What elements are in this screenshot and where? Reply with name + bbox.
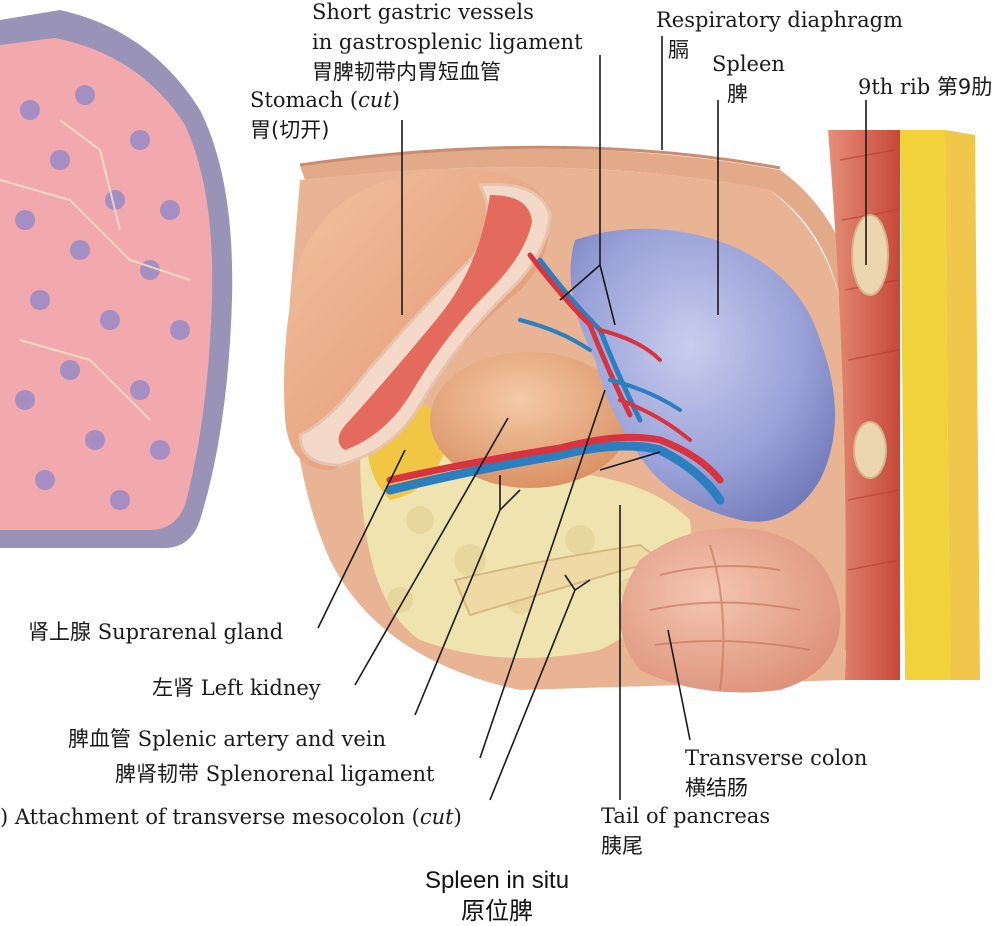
label-tail-of-pancreas-en: Tail of pancreas [601,804,771,828]
label-spleen-zh: 脾 [727,82,748,106]
stomach [284,169,552,470]
label-tail-of-pancreas-zh: 胰尾 [601,834,643,858]
label-diaphragm-en: Respiratory diaphragm [656,8,903,32]
label-ninth-rib: 9th rib 第9肋 [858,75,993,99]
leader-lines [317,36,867,801]
label-suprarenal-gland: 肾上腺 Suprarenal gland [28,620,284,644]
label-transverse-colon-zh: 横结肠 [685,776,748,800]
ninth-rib-section [851,214,889,296]
label-stomach-zh: 胃(切开) [250,118,330,142]
label-splenic-vessels: 脾血管 Splenic artery and vein [68,727,387,751]
label-short-gastric-zh: 胃脾韧带内胃短血管 [312,60,501,84]
figure-title-en: Spleen in situ [424,867,570,894]
label-diaphragm-zh: 膈 [668,38,689,62]
transverse-colon [620,528,841,693]
figure-title-zh: 原位脾 [461,897,533,925]
label-stomach-en: Stomach (cut) [250,88,400,112]
splenic-vessels [385,252,725,505]
label-gastrosplenic-ligament-en: in gastrosplenic ligament [312,30,583,54]
label-spleen-en: Spleen [712,52,785,76]
label-left-kidney: 左肾 Left kidney [152,676,321,700]
label-splenorenal-ligament: 脾肾韧带 Splenorenal ligament [115,762,435,786]
label-transverse-colon-en: Transverse colon [685,746,868,770]
liver-section [0,10,233,549]
label-short-gastric-vessels-en: Short gastric vessels [312,0,534,24]
label-transverse-mesocolon: ) Attachment of transverse mesocolon (cu… [0,805,462,829]
thoracic-wall [828,130,980,680]
fat-tissue [360,438,691,658]
